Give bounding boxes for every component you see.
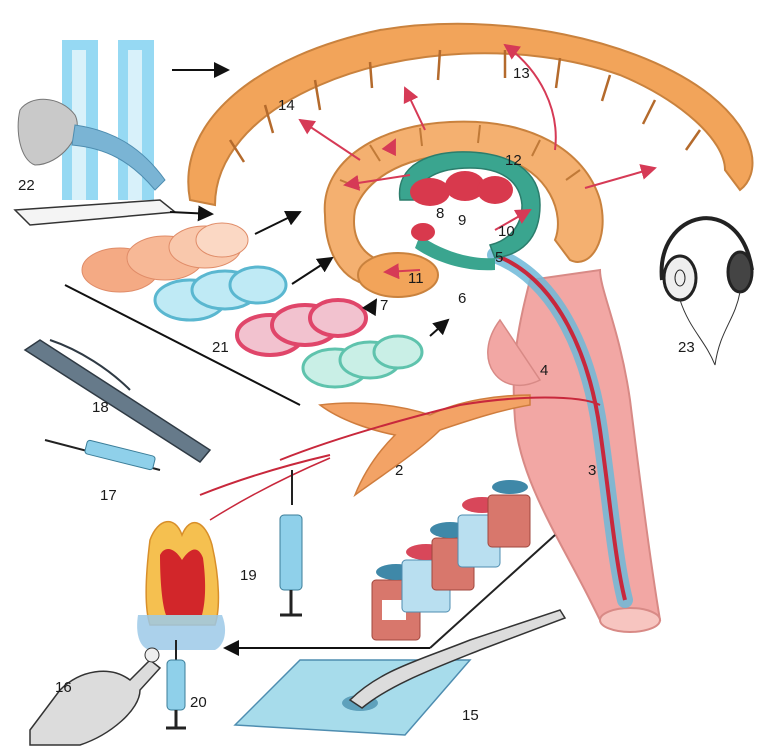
- label-5: 5: [495, 249, 503, 266]
- syringe-icon: [45, 440, 160, 471]
- brainstem: [488, 255, 660, 632]
- disk-stack-red: [237, 300, 366, 355]
- label-12: 12: [505, 152, 522, 169]
- label-20: 20: [190, 694, 207, 711]
- probe-icon: [30, 648, 160, 745]
- thalamus: [400, 152, 540, 270]
- syringe-icon-19: [280, 470, 302, 615]
- label-23: 23: [678, 339, 695, 356]
- label-3: 3: [588, 462, 596, 479]
- label-21: 21: [212, 339, 229, 356]
- label-13: 13: [513, 65, 530, 82]
- limbic-arc: [325, 122, 603, 297]
- label-8: 8: [436, 205, 444, 222]
- label-22: 22: [18, 177, 35, 194]
- tooth-icon: [137, 522, 225, 650]
- label-6: 6: [458, 290, 466, 307]
- label-10: 10: [498, 223, 515, 240]
- pen-icon: [25, 340, 210, 462]
- label-4: 4: [540, 362, 548, 379]
- headphones-icon: [662, 218, 752, 365]
- label-18: 18: [92, 399, 109, 416]
- label-2: 2: [395, 462, 403, 479]
- label-17: 17: [100, 487, 117, 504]
- mouthpiece-icon: [15, 40, 175, 225]
- label-9: 9: [458, 212, 466, 229]
- label-15: 15: [462, 707, 479, 724]
- label-16: 16: [55, 679, 72, 696]
- label-14: 14: [278, 97, 295, 114]
- label-11: 11: [408, 270, 424, 287]
- label-7: 7: [380, 297, 388, 314]
- label-19: 19: [240, 567, 257, 584]
- syringe-icon-20: [166, 640, 186, 728]
